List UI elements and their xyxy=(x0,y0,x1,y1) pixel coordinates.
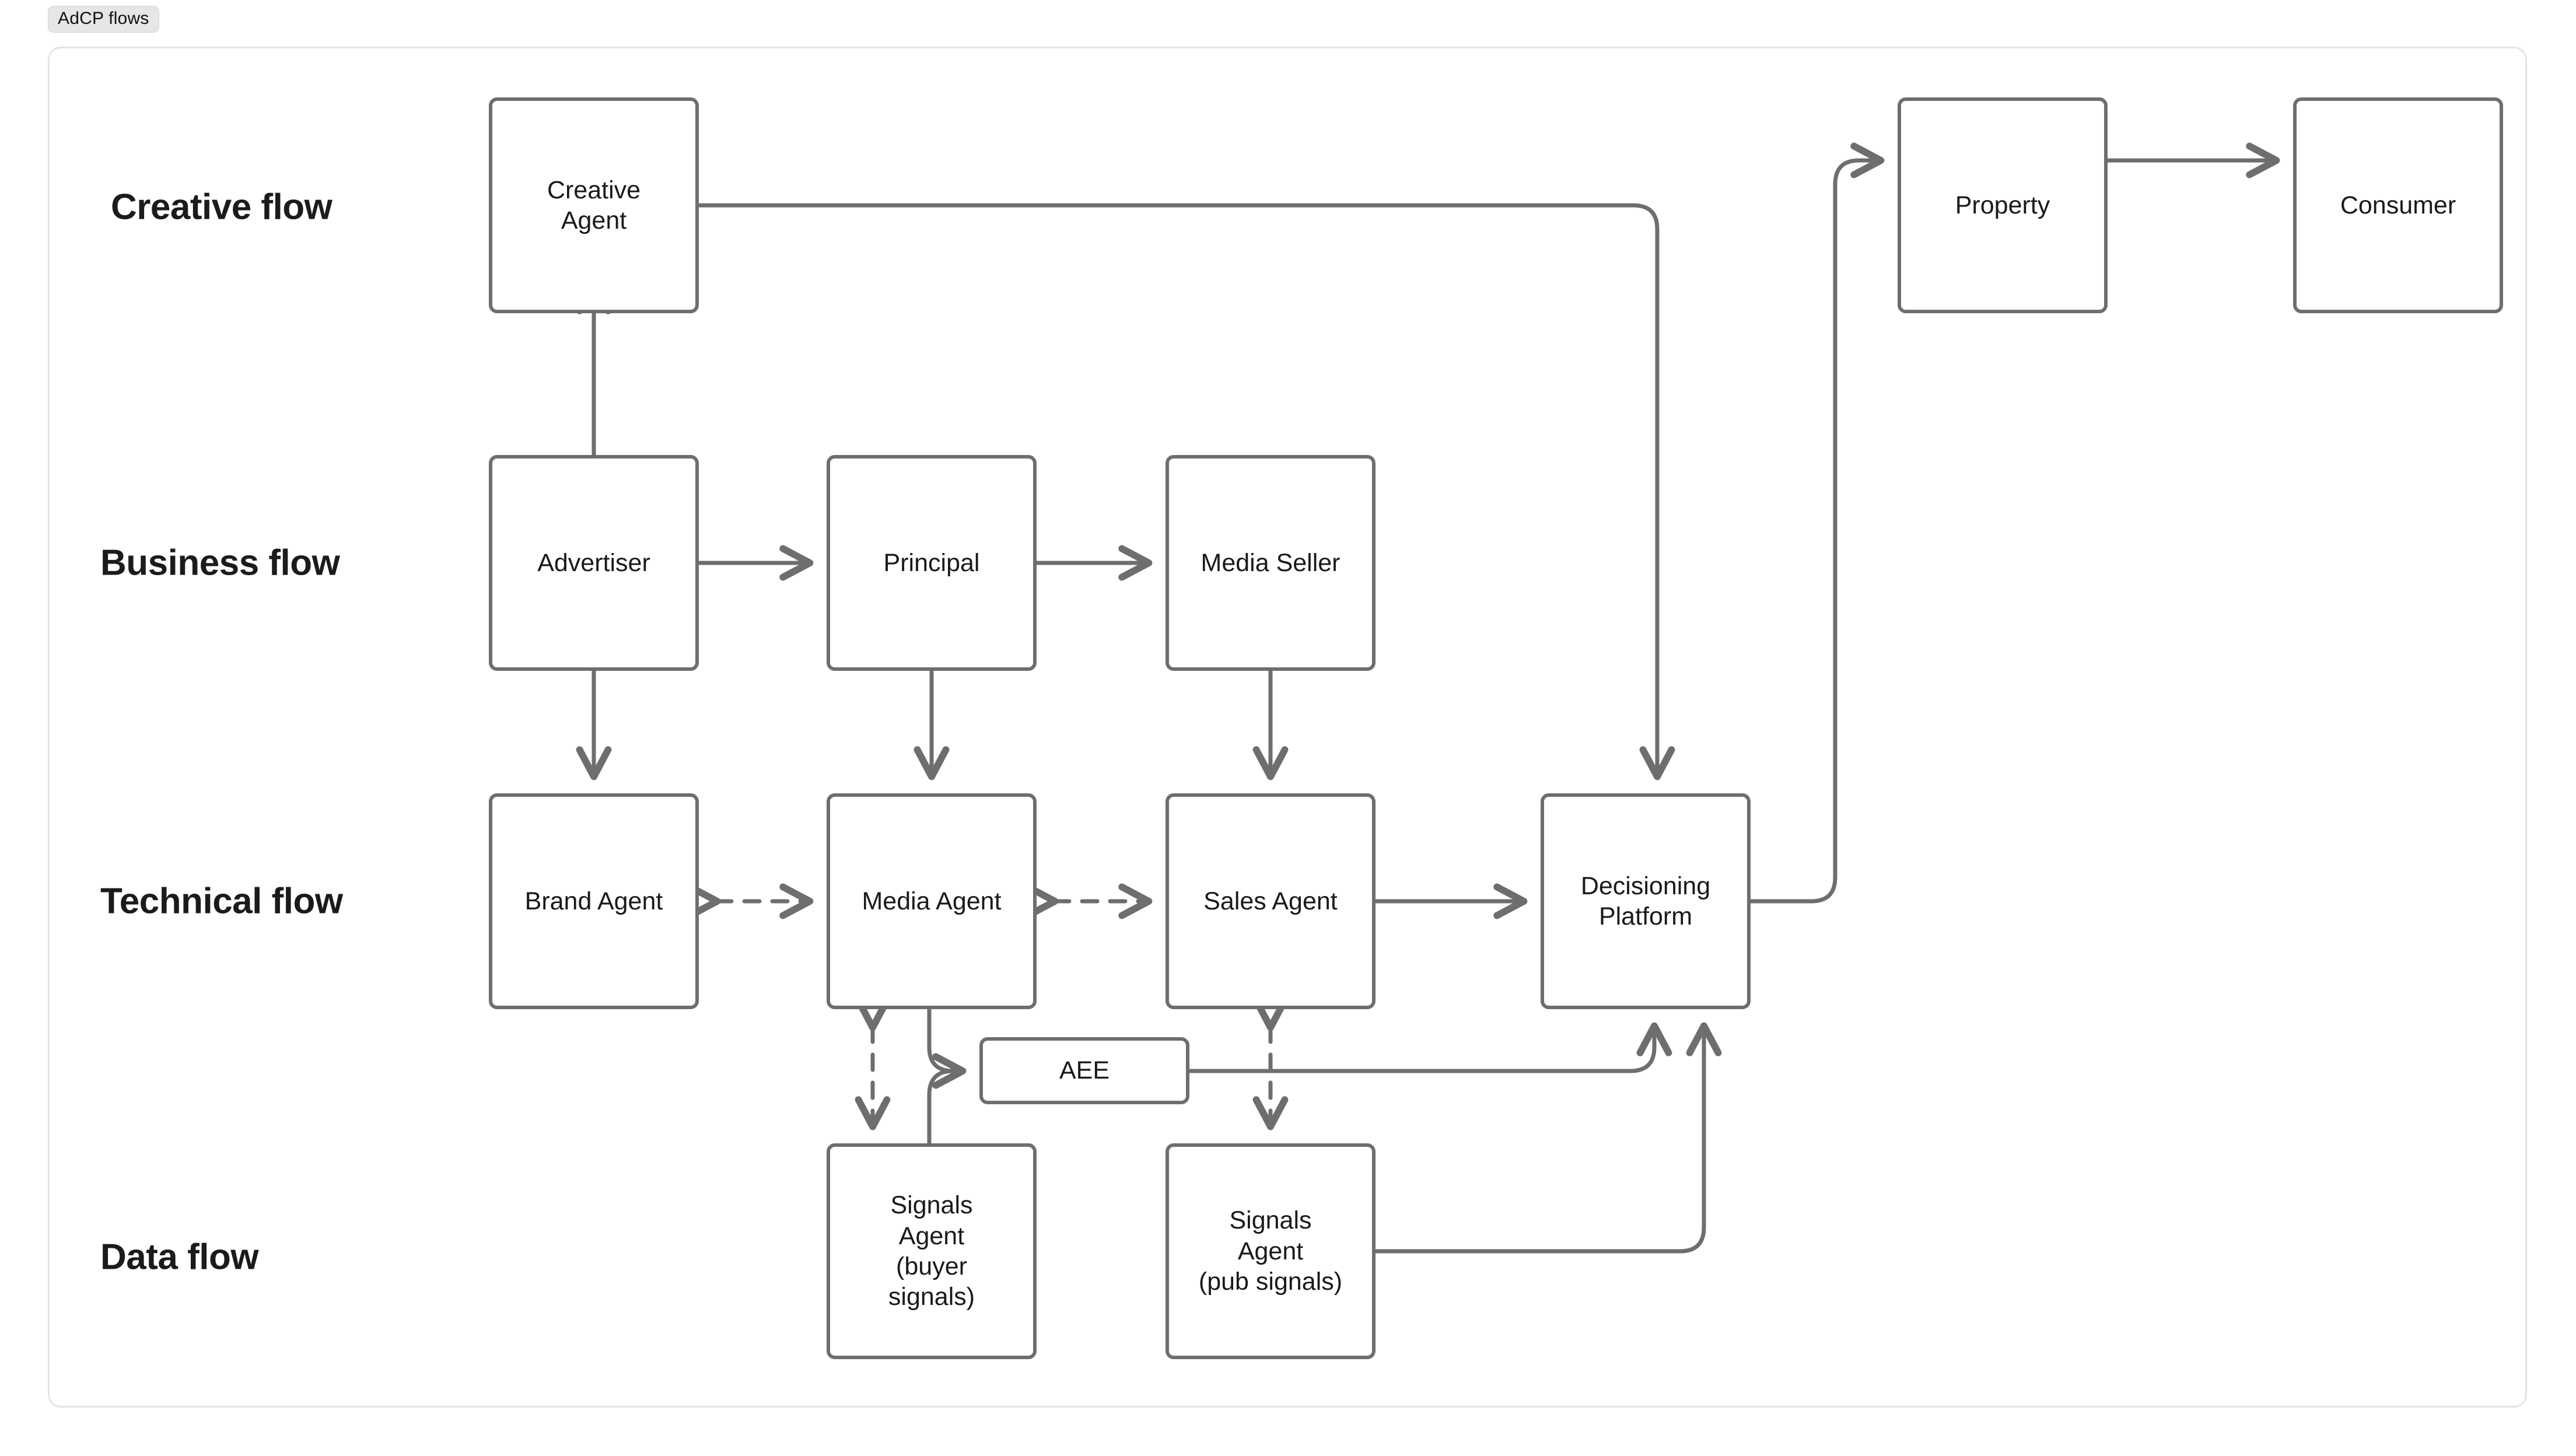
node-media-agent[interactable]: Media Agent xyxy=(827,793,1037,1009)
lane-label-creative-flow: Creative flow xyxy=(111,187,332,228)
diagram-title-chip[interactable]: AdCP flows xyxy=(48,6,159,33)
node-advertiser[interactable]: Advertiser xyxy=(489,455,699,671)
lane-label-technical-flow: Technical flow xyxy=(100,881,343,922)
lane-label-data-flow: Data flow xyxy=(100,1237,259,1278)
node-property-label: Property xyxy=(1955,191,2050,219)
node-consumer-label: Consumer xyxy=(2340,191,2456,219)
node-property[interactable]: Property xyxy=(1898,97,2108,313)
node-sales-agent-label: Sales Agent xyxy=(1203,887,1338,915)
node-principal-label: Principal xyxy=(883,548,980,577)
node-principal[interactable]: Principal xyxy=(827,455,1037,671)
node-brand-agent[interactable]: Brand Agent xyxy=(489,793,699,1009)
node-advertiser-label: Advertiser xyxy=(537,548,650,577)
node-media-agent-label: Media Agent xyxy=(862,887,1002,915)
lane-label-business-flow: Business flow xyxy=(100,542,340,583)
node-aee[interactable]: AEE xyxy=(979,1037,1189,1104)
node-media-seller[interactable]: Media Seller xyxy=(1166,455,1376,671)
node-sales-agent[interactable]: Sales Agent xyxy=(1166,793,1376,1009)
node-media-seller-label: Media Seller xyxy=(1200,548,1340,577)
node-brand-agent-label: Brand Agent xyxy=(524,887,663,915)
node-aee-label: AEE xyxy=(1059,1056,1110,1085)
node-consumer[interactable]: Consumer xyxy=(2293,97,2503,313)
